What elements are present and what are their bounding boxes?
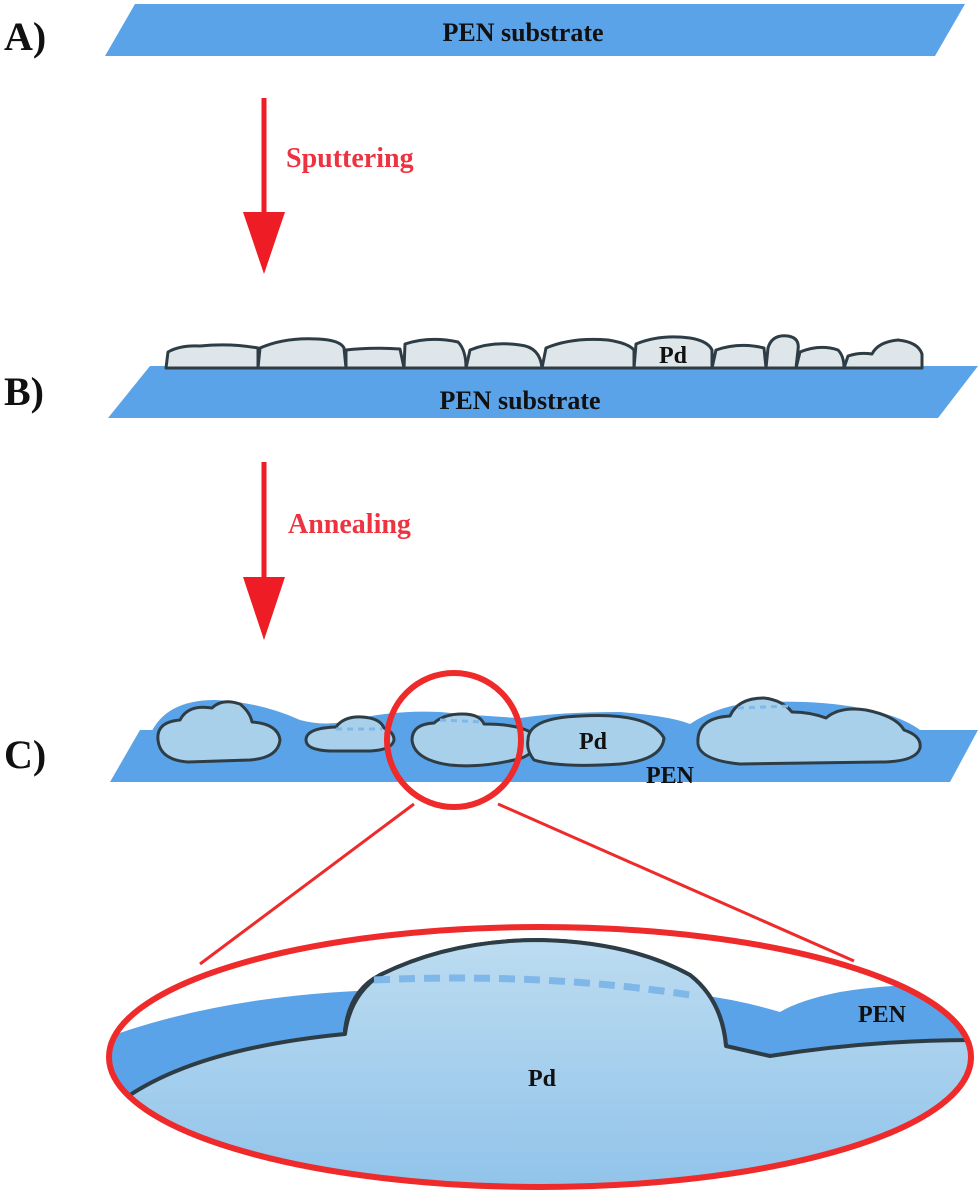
- pd-grain: [344, 346, 406, 370]
- pd-grain: [842, 338, 924, 370]
- annealing-label: Annealing: [288, 509, 411, 540]
- pd-grain: [256, 337, 348, 370]
- zoom-ellipse-frame: [106, 924, 974, 1190]
- zoom-pd-body: [109, 938, 971, 1187]
- zoom-pd-label: Pd: [528, 1066, 557, 1092]
- pd-grain-label: Pd: [659, 343, 688, 369]
- panel-c-label: C): [4, 732, 46, 777]
- pen-substrate-b: [108, 366, 978, 418]
- pd-grain: [764, 334, 800, 370]
- zoom-pd-dashed-interface: [373, 974, 691, 999]
- panel-a-label: A): [4, 14, 46, 59]
- zoom-connector-right: [497, 802, 855, 963]
- sputtering-arrow: [243, 98, 285, 274]
- zoom-region-circle: [384, 670, 524, 810]
- pd-grain: [710, 343, 768, 370]
- pd-island: [304, 715, 396, 753]
- pen-substrate-a: [105, 4, 965, 56]
- zoom-content: [109, 927, 971, 1187]
- pd-grain: [540, 337, 636, 370]
- pen-substrate-a-label: PEN substrate: [442, 18, 603, 47]
- pd-island: [156, 700, 282, 764]
- annealing-arrow: [243, 462, 285, 640]
- pd-grain: [164, 343, 260, 370]
- zoom-connector-left: [199, 802, 415, 966]
- pen-c-label: PEN: [646, 763, 695, 789]
- pd-grain: [464, 342, 544, 370]
- pd-grain: [632, 335, 714, 370]
- pd-island-layer: [156, 696, 922, 768]
- pd-grain: [402, 337, 468, 370]
- panel-b-label: B): [4, 369, 44, 414]
- pd-island: [526, 714, 666, 767]
- zoom-pen-label: PEN: [858, 1002, 907, 1028]
- pen-substrate-b-label: PEN substrate: [439, 386, 600, 415]
- pd-grain-layer: [164, 334, 924, 370]
- pd-island-label: Pd: [579, 729, 608, 755]
- pd-island: [696, 696, 922, 766]
- pd-dashed-interface: [336, 704, 791, 731]
- pd-grain: [794, 345, 846, 370]
- sputtering-label: Sputtering: [286, 143, 414, 174]
